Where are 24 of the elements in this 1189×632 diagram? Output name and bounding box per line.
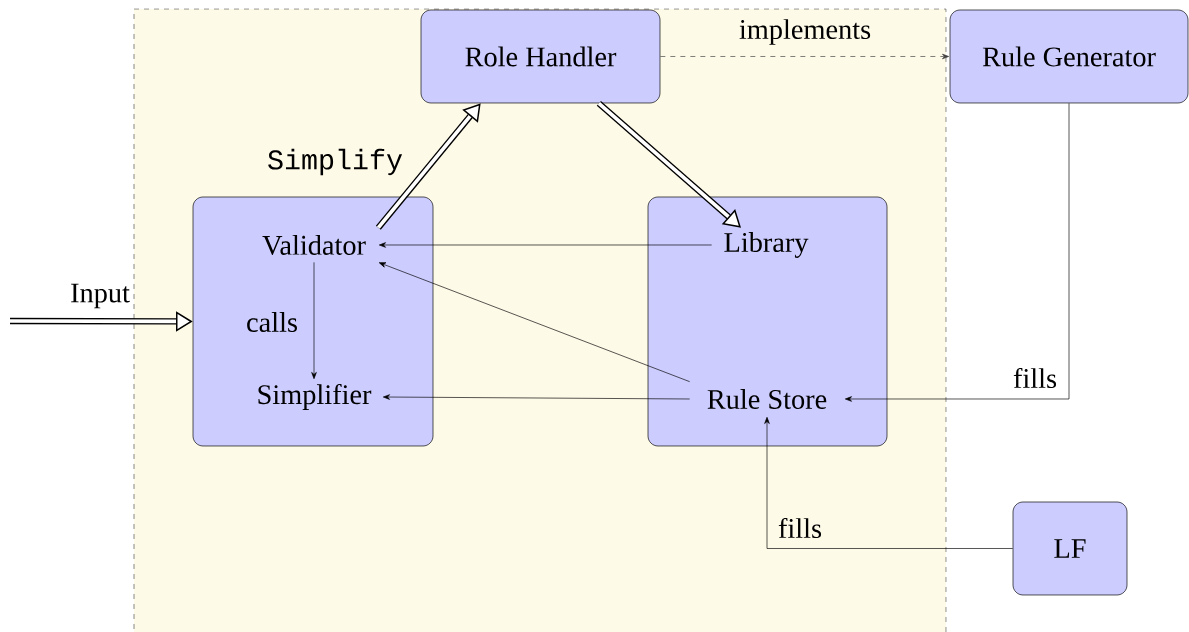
arrow bbox=[596, 100, 741, 228]
arrow bbox=[311, 262, 317, 380]
process-box: Rule Generator bbox=[949, 9, 1189, 104]
edge-label: Simplify bbox=[265, 147, 405, 177]
component-label: Validator bbox=[262, 234, 366, 256]
arrow bbox=[378, 242, 712, 248]
edge-label: fills bbox=[1011, 366, 1059, 390]
component-box bbox=[192, 196, 434, 447]
edge-label: calls bbox=[244, 310, 300, 334]
edge-label: Input bbox=[68, 282, 132, 310]
edge-label: implements bbox=[737, 17, 873, 47]
arrow bbox=[382, 394, 690, 400]
arrow bbox=[660, 53, 950, 60]
component-box bbox=[647, 196, 888, 447]
process-box: Role Handler bbox=[420, 9, 661, 104]
component-label: Library bbox=[724, 232, 809, 258]
edge-label: fills bbox=[776, 516, 824, 540]
component-label: Rule Store bbox=[707, 389, 827, 409]
process-box: LF bbox=[1012, 501, 1128, 596]
component-label: Simplifier bbox=[258, 384, 372, 410]
arrow bbox=[844, 103, 1070, 402]
arrow bbox=[375, 103, 481, 230]
arrow bbox=[764, 416, 1013, 549]
arrow bbox=[378, 262, 690, 382]
